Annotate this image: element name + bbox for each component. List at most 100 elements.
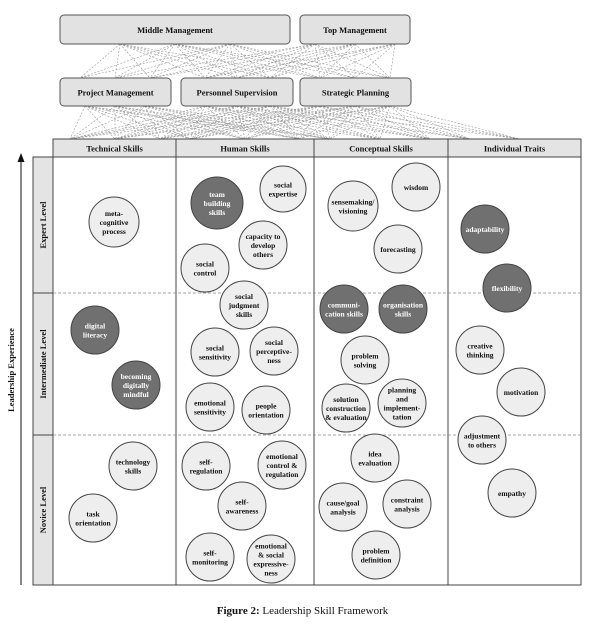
connector-line	[236, 105, 246, 140]
skill-label: empathy	[498, 489, 526, 498]
skill-label: problem	[363, 547, 391, 556]
skill-label: skills	[209, 208, 225, 217]
connector-line	[389, 105, 431, 140]
skill-label: cause/goal	[327, 499, 360, 508]
connector-line	[84, 105, 331, 140]
skill-communication-skills: communi-cation skills	[319, 284, 369, 334]
connector-line	[79, 43, 231, 79]
connector-line	[269, 105, 521, 140]
connector-line	[299, 105, 321, 140]
connector-line	[229, 43, 391, 79]
skill-label: forecasting	[380, 245, 416, 254]
skill-circle	[68, 493, 118, 543]
skill-circle	[496, 367, 546, 417]
connector-line	[204, 105, 331, 140]
connector-line	[244, 105, 356, 140]
skill-label: sensitivity	[194, 408, 226, 417]
skill-circle	[319, 284, 369, 334]
connector-line	[354, 105, 471, 140]
connector-line	[204, 105, 301, 140]
connector-line	[159, 105, 271, 140]
skill-circle	[185, 532, 235, 582]
skill-label: sensitivity	[199, 353, 231, 362]
connector-line	[144, 105, 381, 140]
skill-label: social	[196, 260, 214, 269]
skill-bubbles: meta-cognitiveprocessteambuildingskillss…	[68, 162, 546, 584]
connector-line	[69, 105, 206, 140]
skill-circle	[321, 383, 371, 433]
skill-circle	[378, 284, 428, 334]
connector-line	[114, 43, 176, 79]
skill-label: literacy	[83, 331, 107, 340]
skill-label: control	[194, 269, 217, 278]
skill-label: digital	[85, 322, 105, 331]
connector-line	[269, 43, 356, 79]
skill-label: meta-	[105, 209, 124, 218]
skill-label: regulation	[266, 470, 300, 479]
connector-line	[119, 43, 238, 79]
skill-label: & social	[258, 551, 284, 560]
connector-line	[314, 43, 356, 79]
connector-lines	[69, 43, 521, 140]
skill-label: skills	[236, 310, 252, 319]
connector-line	[114, 43, 231, 79]
connector-line	[204, 43, 316, 79]
skill-wisdom: wisdom	[391, 162, 441, 212]
skill-circle	[180, 243, 230, 293]
management-label: Top Management	[323, 25, 387, 35]
connector-line	[319, 43, 396, 79]
row-header: Intermediate Level	[38, 329, 48, 399]
connector-line	[269, 105, 431, 140]
skill-circle	[382, 479, 432, 529]
skill-label: flexibility	[492, 284, 523, 293]
skill-label: self-	[203, 549, 217, 558]
skill-label: solving	[354, 361, 377, 370]
skill-circle	[487, 468, 537, 518]
skill-circle	[181, 441, 231, 491]
connector-line	[159, 105, 321, 140]
y-axis-label: Leadership Experience	[6, 328, 16, 412]
connector-line	[204, 43, 231, 79]
skill-circle	[327, 180, 379, 232]
connector-line	[236, 43, 316, 79]
skill-label: wisdom	[404, 183, 429, 192]
skill-label: visioning	[339, 207, 368, 216]
skill-label: communi-	[328, 301, 361, 310]
row-header: Expert Level	[38, 201, 48, 249]
connector-line	[174, 43, 271, 79]
connector-line	[299, 105, 356, 140]
skill-circle	[377, 378, 427, 428]
connector-line	[229, 43, 321, 79]
skill-label: ness	[264, 569, 277, 578]
skill-circle	[238, 220, 288, 270]
connector-line	[69, 105, 86, 140]
connector-line	[236, 43, 396, 79]
column-header: Technical Skills	[86, 144, 143, 154]
skill-circle	[391, 162, 441, 212]
skill-label: self-	[235, 498, 249, 507]
connector-line	[79, 43, 121, 79]
skill-label: ness	[267, 356, 280, 365]
skill-label: team	[209, 190, 226, 199]
connector-line	[236, 105, 471, 140]
connector-line	[119, 43, 151, 79]
skill-label: emotional	[255, 542, 287, 551]
skill-circle	[88, 196, 140, 248]
connector-line	[204, 43, 396, 79]
connector-line	[269, 43, 316, 79]
skill-label: orientation	[75, 519, 111, 528]
connector-line	[236, 43, 356, 79]
connector-line	[389, 43, 396, 79]
connector-line	[114, 105, 271, 140]
connector-line	[159, 105, 391, 140]
